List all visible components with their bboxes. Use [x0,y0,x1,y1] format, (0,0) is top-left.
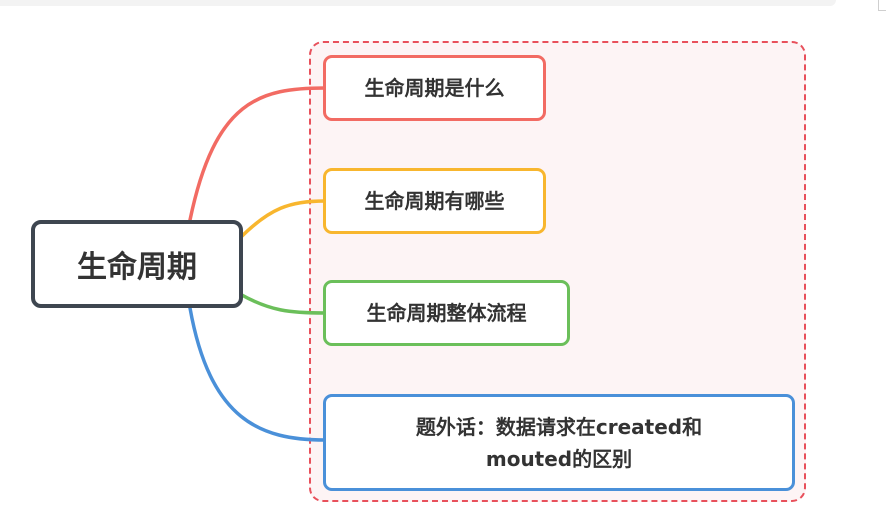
subtopic-what-is-lifecycle[interactable]: 生命周期是什么 [323,55,546,121]
connector-line-3 [238,292,327,315]
subtopic-which-lifecycles[interactable]: 生命周期有哪些 [323,168,546,234]
corner-mark [878,0,886,11]
top-bar [0,0,836,6]
connector-line-2 [238,199,327,240]
central-topic[interactable]: 生命周期 [31,220,243,308]
subtopic-overall-flow[interactable]: 生命周期整体流程 [323,280,570,346]
connector-line-1 [188,86,327,222]
connector-line-4 [188,306,327,442]
subtopic-aside-line-1: 题外话：数据请求在created和 [415,414,703,439]
subtopic-aside-line-2: mouted的区别 [485,446,633,471]
subtopic-aside-created-vs-mounted[interactable]: 题外话：数据请求在created和 mouted的区别 [323,394,795,491]
